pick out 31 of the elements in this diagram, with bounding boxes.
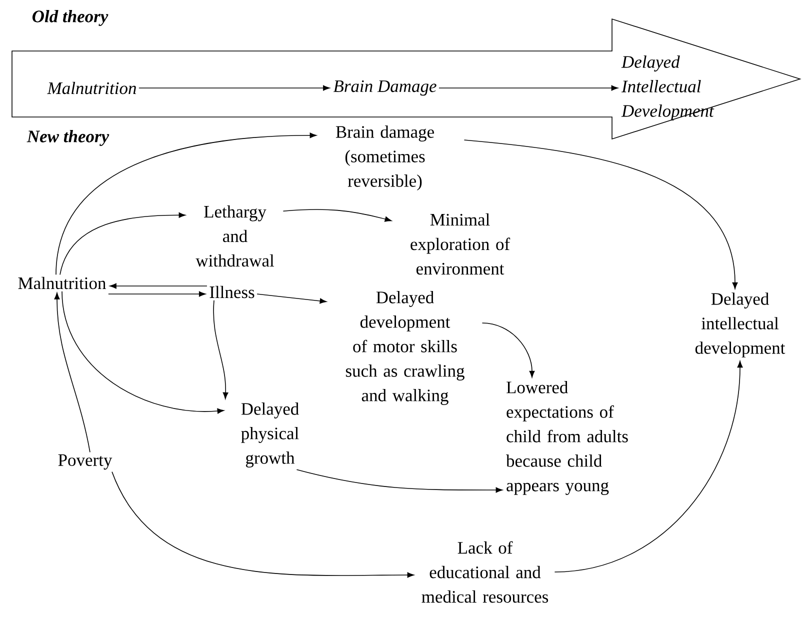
arrow <box>256 294 327 304</box>
section-heading: New theory <box>26 130 110 146</box>
arrow <box>108 291 206 297</box>
concept-text: Minimal exploration of environment <box>410 213 510 275</box>
stage-text: Malnutrition <box>47 82 136 94</box>
arrow <box>56 132 317 276</box>
arrow <box>438 85 618 91</box>
concept-text: Lack of educational and medical resources <box>422 541 548 603</box>
concept-text: Delayed intellectual development <box>695 292 786 358</box>
arrow <box>138 85 330 91</box>
arrow <box>482 322 535 378</box>
concept-text: Lethargy and withdrawal <box>196 205 274 267</box>
arrow <box>464 140 738 290</box>
concept-text: Delayed physical growth <box>241 402 299 468</box>
arrow <box>62 290 224 414</box>
concept-text: Delayed development of motor skills such as crawling and walking <box>346 291 464 405</box>
arrow <box>110 283 208 289</box>
stage-text: Brain Damage <box>333 80 436 96</box>
concept-text: Lowered expectations of child from adults because child appears young <box>506 381 628 495</box>
arrow <box>112 471 414 578</box>
concept-text: Malnutrition <box>18 276 106 290</box>
arrow <box>54 292 90 453</box>
arrow <box>554 360 743 572</box>
arrow <box>296 469 503 493</box>
arrow <box>282 209 392 222</box>
arrow <box>213 300 228 400</box>
concept-text: Poverty <box>58 454 112 470</box>
concept-text: Illness <box>210 286 254 298</box>
concept-text: Brain damage (sometimes reversible) <box>336 126 434 190</box>
section-heading: Old theory <box>32 10 108 26</box>
arrow <box>60 212 186 276</box>
